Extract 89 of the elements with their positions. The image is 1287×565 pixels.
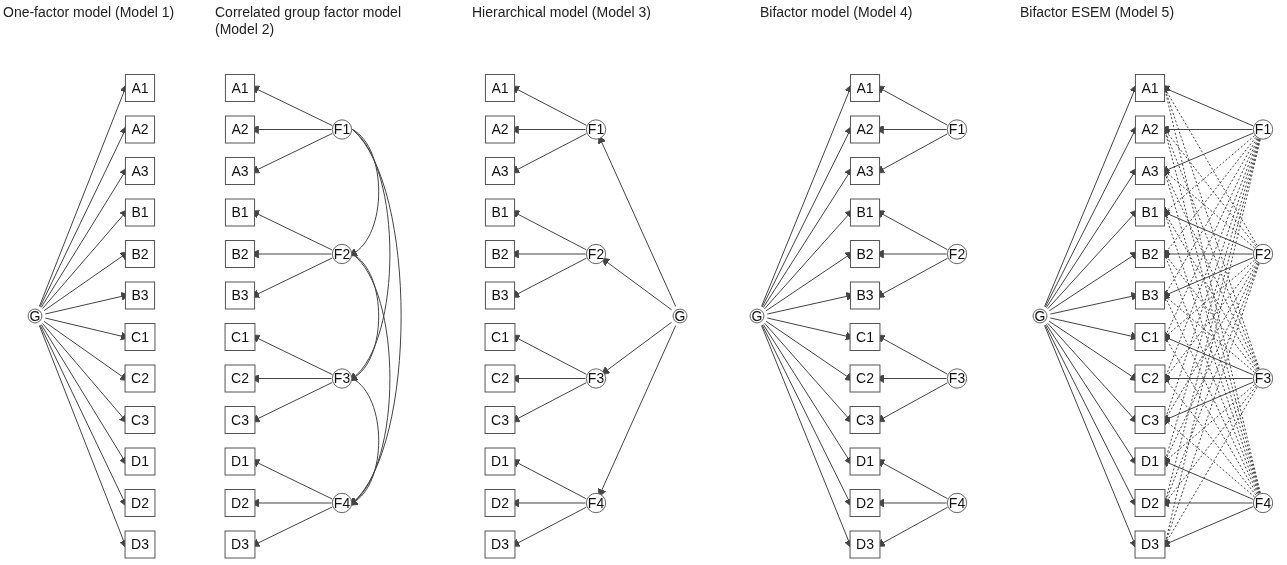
node-circle: F1 [585, 119, 607, 140]
node-box: B2 [224, 240, 256, 268]
node-box: C2 [124, 364, 156, 393]
node-box: A3 [484, 157, 516, 185]
node-circle: F2 [1252, 243, 1274, 265]
node-box: A3 [224, 157, 256, 185]
node-circle: F2 [331, 243, 353, 265]
node-circle: G [672, 308, 688, 324]
node-box: C3 [849, 406, 881, 434]
node-box: C3 [484, 406, 516, 434]
node-box: A2 [124, 115, 156, 144]
node-circle: F4 [331, 492, 353, 514]
node-box: D1 [224, 447, 256, 476]
node-circle: F3 [585, 368, 607, 389]
node-box: B2 [484, 240, 516, 268]
node-box: D2 [1134, 489, 1166, 517]
node-circle: F4 [1252, 492, 1274, 514]
model-heading: One-factor model (Model 1) [3, 4, 175, 21]
node-box: A2 [849, 115, 881, 144]
node-box: C1 [849, 323, 881, 351]
node-box: D2 [224, 489, 256, 517]
node-circle: G [1032, 308, 1048, 324]
node-circle: F4 [585, 492, 607, 514]
node-circle: F1 [1252, 119, 1274, 140]
node-circle: F1 [946, 119, 968, 140]
node-box: C1 [124, 323, 156, 351]
node-box: C3 [224, 406, 256, 434]
node-box: A1 [124, 74, 156, 102]
node-box: C2 [1134, 364, 1166, 393]
node-box: B1 [1134, 198, 1166, 227]
model-heading: Bifactor model (Model 4) [760, 4, 913, 21]
node-box: A1 [484, 74, 516, 102]
node-box: D1 [124, 447, 156, 476]
node-box: C2 [484, 364, 516, 393]
node-box: C2 [224, 364, 256, 393]
arrow [597, 135, 677, 307]
node-box: B2 [124, 240, 156, 268]
node-box: D3 [1134, 530, 1166, 559]
node-circle: F2 [946, 243, 968, 265]
node-box: D3 [849, 530, 881, 559]
node-circle: F2 [585, 243, 607, 265]
node-box: D1 [849, 447, 881, 476]
node-circle: G [749, 308, 765, 324]
node-box: B2 [849, 240, 881, 268]
node-box: B1 [124, 198, 156, 227]
node-circle: G [27, 308, 43, 324]
node-box: D2 [484, 489, 516, 517]
node-box: A3 [1134, 157, 1166, 185]
node-box: A3 [849, 157, 881, 185]
arrow [349, 253, 391, 507]
node-box: B2 [1134, 240, 1166, 268]
node-box: A2 [1134, 115, 1166, 144]
node-box: A1 [224, 74, 256, 102]
node-box: A3 [124, 157, 156, 185]
node-box: D3 [124, 530, 156, 559]
node-circle: F3 [946, 368, 968, 389]
node-box: C2 [849, 364, 881, 393]
node-circle: F1 [331, 119, 353, 140]
node-box: D1 [1134, 447, 1166, 476]
node-circle: F4 [946, 492, 968, 514]
node-box: D2 [849, 489, 881, 517]
node-box: B3 [224, 281, 256, 310]
arrow [349, 129, 391, 382]
node-box: C1 [484, 323, 516, 351]
node-box: B3 [1134, 281, 1166, 310]
node-box: A2 [484, 115, 516, 144]
node-box: B1 [849, 198, 881, 227]
node-box: C3 [1134, 406, 1166, 434]
node-box: A2 [224, 115, 256, 144]
node-box: D3 [224, 530, 256, 559]
node-box: D2 [124, 489, 156, 517]
node-box: B3 [849, 281, 881, 310]
node-circle: F3 [331, 368, 353, 389]
model-heading: Correlated group factor model (Model 2) [215, 4, 402, 38]
node-box: D1 [484, 447, 516, 476]
node-circle: F3 [1252, 368, 1274, 389]
node-box: A1 [849, 74, 881, 102]
node-box: C1 [1134, 323, 1166, 351]
node-box: C3 [124, 406, 156, 434]
node-box: A1 [1134, 74, 1166, 102]
arrow [349, 129, 402, 507]
node-box: B1 [484, 198, 516, 227]
node-box: B1 [224, 198, 256, 227]
node-box: B3 [124, 281, 156, 310]
model-heading: Bifactor ESEM (Model 5) [1020, 4, 1175, 21]
node-box: C1 [224, 323, 256, 351]
model-heading: Hierarchical model (Model 3) [472, 4, 651, 21]
node-box: B3 [484, 281, 516, 310]
node-box: D3 [484, 530, 516, 559]
